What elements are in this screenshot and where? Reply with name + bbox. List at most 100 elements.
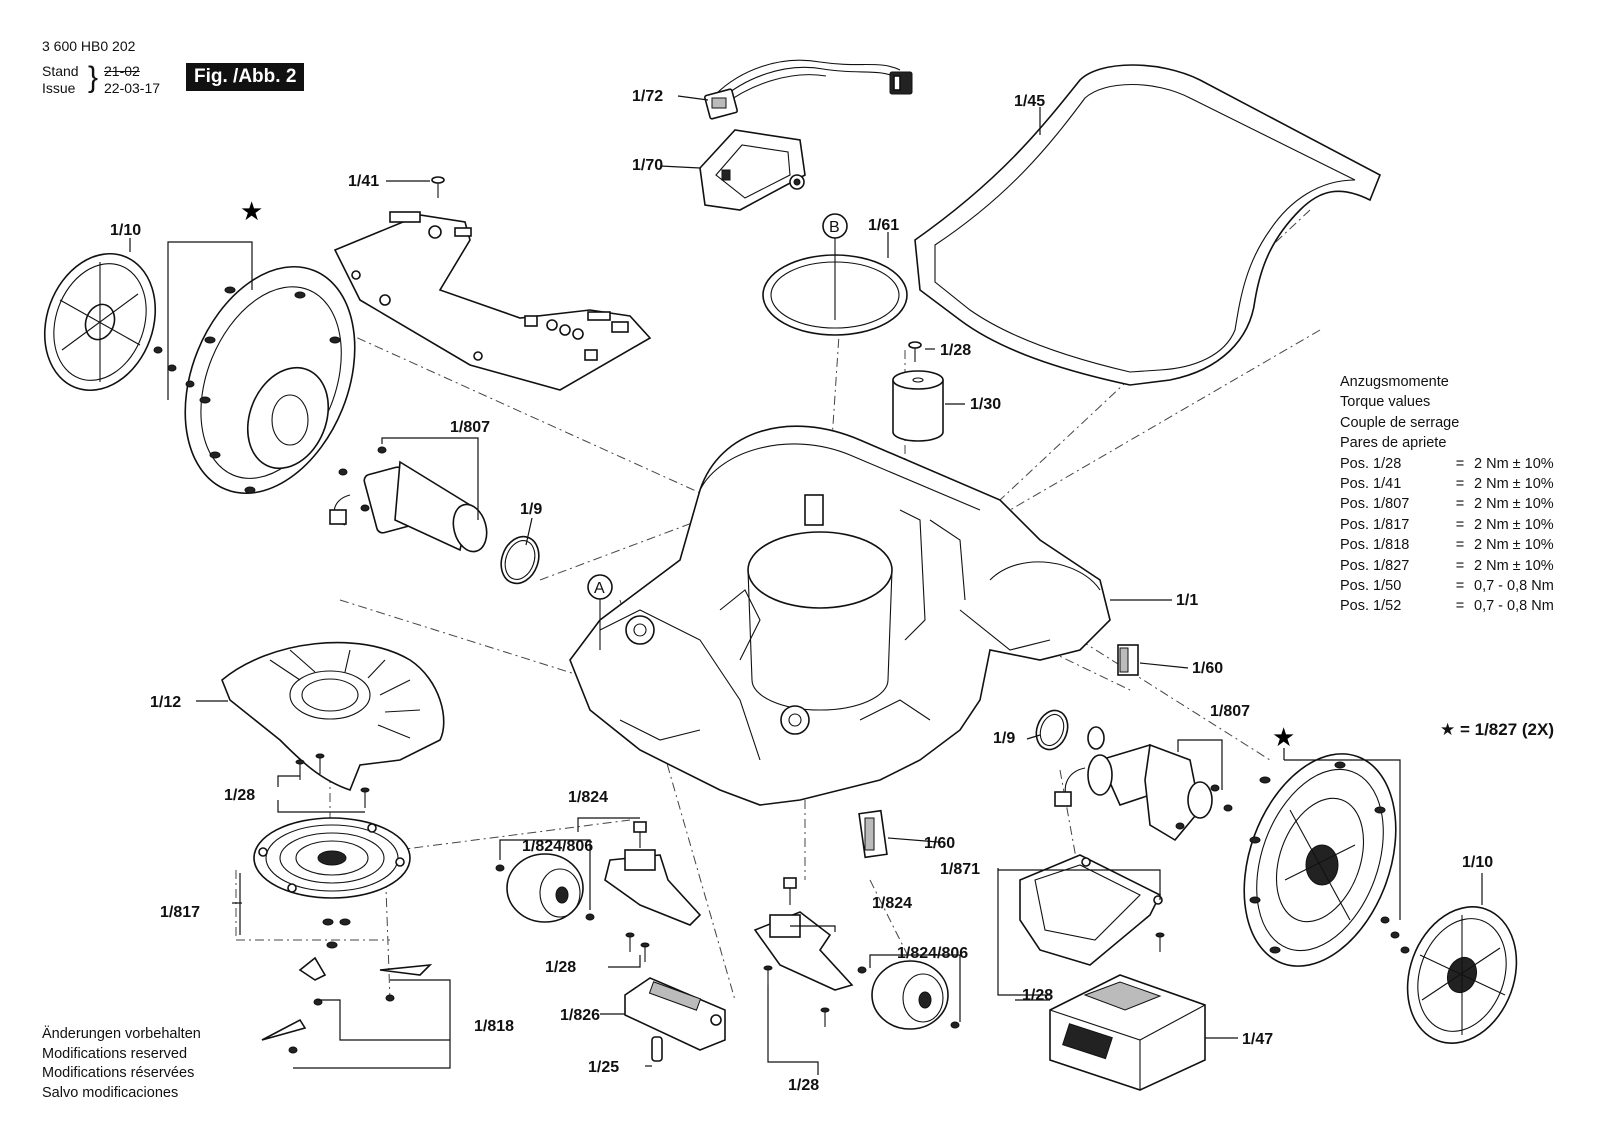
label-1-807-right: 1/807 [1210,703,1250,720]
main-pcb [333,211,652,391]
star-markers: ★ ★ [240,197,1295,753]
label-1-824-b: 1/824 [872,895,912,912]
issue-date: 22-03-17 [104,80,161,96]
torque-title-fr: Couple de serrage [1340,414,1460,431]
torque-val: 2 Nm ± 10% [1474,516,1554,533]
label-1-61: 1/61 [868,217,899,234]
torque-val: 2 Nm ± 10% [1474,537,1554,554]
torque-row: Pos. 1/28 = 2 Nm ± 10% [1340,454,1584,474]
star-legend: ★ = 1/827 (2X) [1440,720,1554,739]
cylinder-1-30 [892,370,944,442]
torque-title-en: Torque values [1340,394,1431,411]
label-1-28-left: 1/28 [224,787,255,804]
main-chassis-1-1 [569,425,1111,806]
screw-1-28-top [908,341,922,362]
old-date: 21-02 [104,63,140,79]
label-1-871: 1/871 [940,861,980,878]
label-1-60-right: 1/60 [1192,660,1223,677]
torque-pos: Pos. 1/28 [1340,455,1402,472]
torque-pos: Pos. 1/50 [1340,578,1402,595]
label-1-1: 1/1 [1176,592,1198,609]
label-1-28-bottom: 1/28 [788,1077,819,1094]
caster-fork-1-824-a [604,821,702,926]
label-1-10-left: 1/10 [110,222,141,239]
issue-label: Issue [42,80,76,96]
torque-eq: = [1455,496,1465,513]
modifications-en: Modifications reserved [42,1045,188,1062]
torque-val: 0,7 - 0,8 Nm [1474,598,1554,615]
label-1-824-806-a: 1/824/806 [522,838,593,855]
label-1-60-mid: 1/60 [924,835,955,852]
battery-pack-1-47 [1049,974,1206,1091]
torque-pos: Pos. 1/807 [1340,496,1410,513]
torque-pos: Pos. 1/52 [1340,598,1402,615]
screw-1-41 [431,176,445,198]
screws-right-wheel [1380,916,1410,954]
label-1-28-top: 1/28 [940,342,971,359]
sensor-holder-1-826 [624,977,726,1051]
doc-number: 3 600 HB0 202 [42,38,136,54]
label-1-28-mid: 1/28 [545,959,576,976]
wheel-cover-left-1-10 [43,252,157,392]
brace: } [88,61,99,94]
label-a: A [594,580,605,597]
callout-circle-a [587,574,613,650]
label-1-9-right: 1/9 [993,730,1015,747]
screws-left-wheel [153,346,195,388]
torque-eq: = [1455,557,1465,574]
torque-val: 0,7 - 0,8 Nm [1474,578,1554,595]
screws-1-28-mid [625,932,650,962]
torque-val: 2 Nm ± 10% [1474,496,1554,513]
torque-row: Pos. 1/52 = 0,7 - 0,8 Nm [1340,596,1584,616]
star-icon-right: ★ [1272,723,1295,753]
torque-val: 2 Nm ± 10% [1474,476,1554,493]
clip-1-60-right [1117,644,1139,676]
callout-labels: 1/72 1/70 1/41 1/45 1/61 B 1/28 1/30 1/1… [110,88,1493,1094]
caster-fork-1-824-b [753,877,854,991]
torque-title-de: Anzugsmomente [1340,374,1449,390]
drive-motor-right-1-807 [1054,743,1233,842]
torque-eq: = [1455,578,1465,595]
label-1-47: 1/47 [1242,1031,1273,1048]
torque-table: Anzugsmomente Torque values Couple de se… [1340,372,1584,617]
clip-1-60-mid [858,809,888,859]
label-1-28-br: 1/28 [1022,987,1053,1004]
label-1-45: 1/45 [1014,93,1045,110]
label-b: B [829,219,840,236]
torque-val: 2 Nm ± 10% [1474,557,1554,574]
star-icon-left: ★ [240,197,263,227]
label-1-25: 1/25 [588,1059,619,1076]
torque-row: Pos. 1/817 = 2 Nm ± 10% [1340,515,1584,535]
torque-row: Pos. 1/827 = 2 Nm ± 10% [1340,556,1584,576]
screws-1-28-left [295,753,370,808]
leader-lines [129,95,1483,1075]
torque-eq: = [1455,598,1465,615]
label-1-72: 1/72 [632,88,663,105]
torque-pos: Pos. 1/817 [1340,516,1410,533]
label-1-12: 1/12 [150,694,181,711]
blade-guard-1-12 [221,641,445,791]
torque-title-es: Pares de apriete [1340,435,1447,452]
display-module-1-70 [699,129,806,211]
screws-under-disc [322,918,351,949]
cable-harness-1-72 [704,59,913,120]
label-1-824-a: 1/824 [568,789,608,806]
label-1-817: 1/817 [160,904,200,921]
screws-1-28-bottom [763,965,830,1027]
torque-eq: = [1455,537,1465,554]
torque-row: Pos. 1/41 = 2 Nm ± 10% [1340,474,1584,494]
blade-disc-1-817 [253,817,411,899]
label-1-826: 1/826 [560,1007,600,1024]
label-1-10-right: 1/10 [1462,854,1493,871]
drive-motor-left-1-807 [329,446,488,553]
torque-row: Pos. 1/807 = 2 Nm ± 10% [1340,494,1584,514]
bumper-frame-1-45 [914,64,1382,386]
pin-1-25 [651,1036,663,1062]
label-1-41: 1/41 [348,173,379,190]
blades-1-818 [261,956,433,1054]
modifications-es: Salvo modificaciones [42,1084,179,1101]
screw-1-28-br [1155,932,1165,952]
caster-wheel-1-824-806-a [495,853,595,923]
drive-wheel-left [184,265,356,495]
